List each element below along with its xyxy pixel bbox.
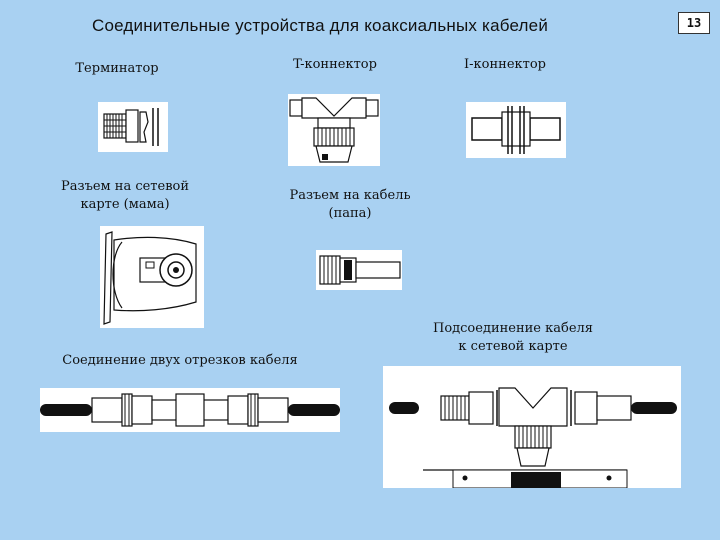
nic-connector-image	[100, 226, 204, 328]
nic-attachment-label-line1: Подсоединение кабеля	[432, 321, 593, 336]
terminator-image	[98, 102, 168, 152]
i-connector-label: I-коннектор	[464, 57, 546, 72]
page-number-badge: 13	[678, 12, 710, 34]
nic-attachment-label: Подсоединение кабеля к сетевой карте	[418, 320, 608, 356]
joining-cables-label: Соединение двух отрезков кабеля	[62, 353, 298, 368]
nic-connector-label-line1: Разъем на сетевой	[60, 179, 189, 194]
nic-connector-label: Разъем на сетевой карте (мама)	[40, 178, 210, 214]
cable-connector-label-line1: Разъем на кабель	[289, 188, 411, 203]
terminator-label: Терминатор	[75, 61, 159, 76]
slide-title: Соединительные устройства для коаксиальн…	[92, 16, 549, 35]
i-connector-image	[466, 102, 566, 158]
nic-attachment-label-line2: к сетевой карте	[458, 339, 568, 354]
cable-connector-image	[316, 250, 402, 290]
nic-connector-label-line2: карте (мама)	[80, 197, 170, 212]
t-connector-image	[288, 94, 380, 166]
nic-attachment-image	[383, 366, 681, 488]
cable-connector-label-line2: (папа)	[328, 206, 372, 221]
cable-connector-label: Разъем на кабель (папа)	[265, 187, 435, 223]
joining-cables-image	[40, 388, 340, 432]
t-connector-label: T-коннектор	[293, 57, 377, 72]
